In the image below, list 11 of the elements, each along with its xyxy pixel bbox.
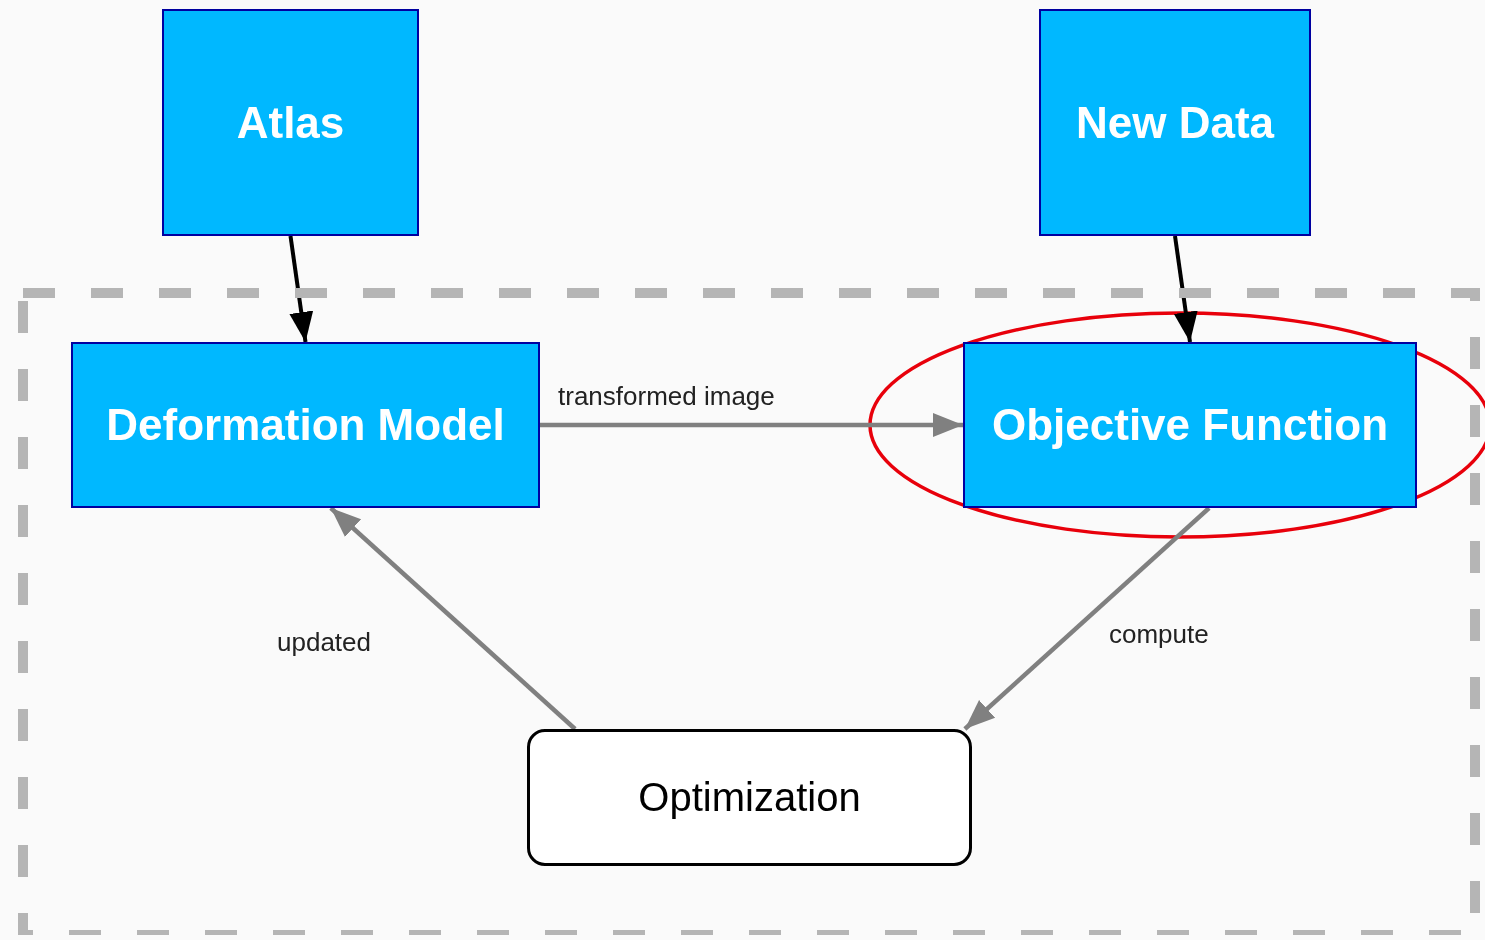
dashed-region	[18, 288, 1480, 935]
process-box: Atlas	[162, 9, 419, 236]
arrow	[963, 506, 1211, 731]
process-box: Objective Function	[963, 342, 1417, 508]
process-box: Deformation Model	[71, 342, 540, 508]
process-box: New Data	[1039, 9, 1311, 236]
arrow	[540, 413, 963, 437]
rounded-process-box: Optimization	[527, 729, 972, 866]
arrow	[288, 235, 314, 343]
arrow	[1173, 235, 1198, 343]
arrow	[329, 506, 577, 731]
